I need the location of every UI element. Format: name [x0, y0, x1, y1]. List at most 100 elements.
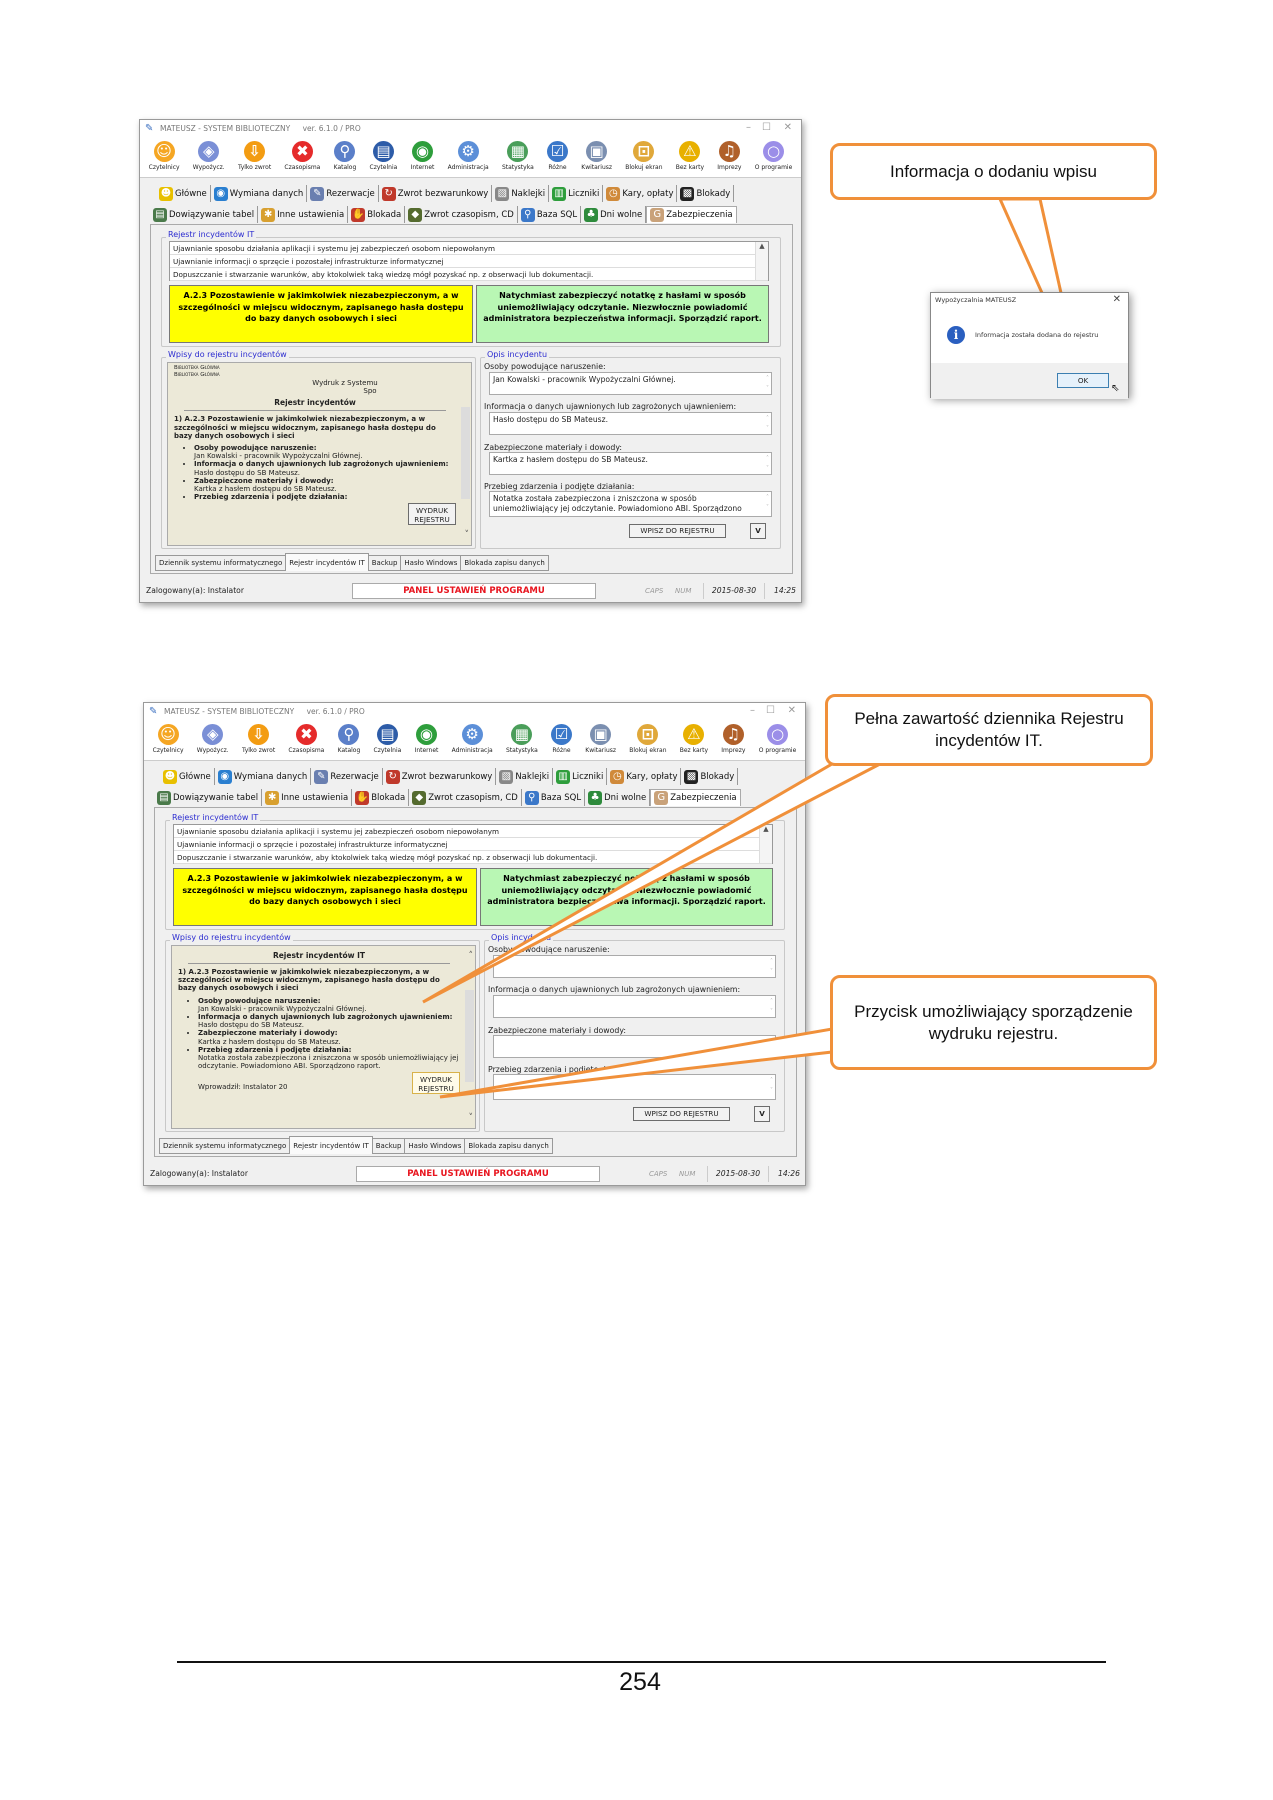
settings-tab[interactable]: ⚲Baza SQL — [518, 206, 582, 223]
write-to-register-button[interactable]: WPISZ DO REJESTRU — [629, 524, 726, 538]
bottom-tab[interactable]: Backup — [371, 1138, 406, 1154]
list-item[interactable]: Ujawnianie informacji o sprzęcie i pozos… — [170, 255, 768, 268]
field-scroll-icon[interactable]: ˄˅ — [770, 958, 773, 975]
settings-tab[interactable]: ↻Zwrot bezwarunkowy — [383, 768, 497, 785]
write-to-register-button[interactable]: WPISZ DO REJESTRU — [633, 1107, 730, 1121]
incident-field-1[interactable]: Jan Kowalski - pracownik Wypożyczalni Gł… — [489, 372, 772, 395]
toolbar-button-11[interactable]: ⊡Blokuj ekran — [623, 721, 673, 760]
settings-tab[interactable]: ◉Wymiana danych — [215, 768, 312, 785]
v-button[interactable]: V — [750, 523, 766, 539]
settings-tab[interactable]: ▥Liczniki — [553, 768, 608, 785]
close-icon[interactable]: ✕ — [783, 122, 792, 133]
toolbar-button-6[interactable]: ◉Internet — [404, 138, 441, 177]
bottom-tab[interactable]: Dziennik systemu informatycznego — [155, 555, 287, 571]
field-scroll-icon[interactable]: ˄˅ — [770, 1038, 773, 1055]
toolbar-button-1[interactable]: ◈Wypożycz. — [190, 721, 235, 760]
toolbar-button-2[interactable]: ⇩Tylko zwrot — [235, 721, 281, 760]
toolbar-button-0[interactable]: ☺Czytelnicy — [146, 721, 190, 760]
bottom-tab[interactable]: Dziennik systemu informatycznego — [159, 1138, 291, 1154]
dialog-ok-button[interactable]: OK — [1057, 373, 1109, 388]
toolbar-button-14[interactable]: ○O programie — [752, 721, 803, 760]
toolbar-button-14[interactable]: ○O programie — [748, 138, 799, 177]
toolbar-button-5[interactable]: ▤Czytelnia — [367, 721, 408, 760]
scroll-down-icon[interactable]: ˅ — [468, 1112, 474, 1123]
close-icon[interactable]: ✕ — [787, 705, 796, 716]
settings-tab[interactable]: ▧Naklejki — [496, 768, 554, 785]
list-scrollbar[interactable]: ▲ — [755, 242, 768, 280]
field-scroll-icon[interactable]: ˄˅ — [766, 375, 769, 392]
settings-tab[interactable]: ✱Inne ustawienia — [258, 206, 349, 223]
print-register-button[interactable]: WYDRUK REJESTRU — [408, 503, 456, 526]
field-scroll-icon[interactable]: ˄˅ — [770, 1077, 773, 1094]
preview-scrollbar-thumb[interactable] — [461, 407, 470, 499]
list-scrollbar[interactable]: ▲ — [759, 825, 772, 863]
field-scroll-icon[interactable]: ˄˅ — [766, 415, 769, 432]
toolbar-button-8[interactable]: ▦Statystyka — [495, 138, 540, 177]
toolbar-button-12[interactable]: ⚠Bez karty — [673, 721, 715, 760]
toolbar-button-8[interactable]: ▦Statystyka — [499, 721, 544, 760]
toolbar-button-7[interactable]: ⚙Administracja — [441, 138, 495, 177]
print-register-button[interactable]: WYDRUK REJESTRU — [412, 1072, 460, 1095]
dialog-close-icon[interactable]: ✕ — [1112, 294, 1121, 305]
scroll-down-icon[interactable]: ˅ — [464, 529, 470, 540]
toolbar-button-9[interactable]: ☑Różne — [540, 138, 574, 177]
preview-scrollbar-thumb[interactable] — [465, 990, 474, 1082]
incident-type-list[interactable]: Ujawnianie sposobu działania aplikacji i… — [169, 241, 769, 281]
settings-tab[interactable]: ◷Kary, opłaty — [603, 185, 678, 202]
field-scroll-icon[interactable]: ˄˅ — [770, 998, 773, 1015]
list-item[interactable]: Dopuszczanie i stwarzanie warunków, aby … — [174, 851, 772, 864]
settings-tab[interactable]: ◷Kary, opłaty — [607, 768, 682, 785]
toolbar-button-5[interactable]: ▤Czytelnia — [363, 138, 404, 177]
toolbar-button-4[interactable]: ⚲Katalog — [327, 138, 363, 177]
bottom-tab[interactable]: Rejestr incydentów IT — [289, 1136, 373, 1154]
toolbar-button-11[interactable]: ⊡Blokuj ekran — [619, 138, 669, 177]
toolbar-button-2[interactable]: ⇩Tylko zwrot — [231, 138, 277, 177]
toolbar-button-13[interactable]: ♫Imprezy — [715, 721, 752, 760]
bottom-tab[interactable]: Hasło Windows — [400, 555, 462, 571]
settings-tab[interactable]: ▥Liczniki — [549, 185, 604, 202]
toolbar-button-0[interactable]: ☺Czytelnicy — [142, 138, 186, 177]
toolbar-button-3[interactable]: ✖Czasopisma — [282, 721, 331, 760]
list-item[interactable]: Dopuszczanie i stwarzanie warunków, aby … — [170, 268, 768, 281]
minimize-icon[interactable]: – — [746, 122, 751, 133]
settings-tab[interactable]: ✋Blokada — [348, 206, 406, 223]
incident-field-1[interactable]: ˄˅ — [493, 955, 776, 978]
settings-tab[interactable]: ↻Zwrot bezwarunkowy — [379, 185, 493, 202]
list-item[interactable]: Ujawnianie informacji o sprzęcie i pozos… — [174, 838, 772, 851]
scroll-up-icon[interactable]: ˄ — [468, 951, 474, 961]
settings-tab[interactable]: ▩Blokady — [677, 185, 735, 202]
list-item[interactable]: Ujawnianie sposobu działania aplikacji i… — [170, 242, 768, 255]
settings-tab[interactable]: ☻Główne — [160, 768, 215, 785]
settings-tab[interactable]: ◆Zwrot czasopism, CD — [409, 789, 522, 806]
bottom-tab[interactable]: Blokada zapisu danych — [464, 1138, 553, 1154]
toolbar-button-4[interactable]: ⚲Katalog — [331, 721, 367, 760]
maximize-icon[interactable]: ☐ — [766, 705, 775, 716]
settings-tab[interactable]: ▧Naklejki — [492, 185, 550, 202]
toolbar-button-13[interactable]: ♫Imprezy — [711, 138, 748, 177]
toolbar-button-9[interactable]: ☑Różne — [544, 721, 578, 760]
field-scroll-icon[interactable]: ˄˅ — [766, 494, 769, 511]
toolbar-button-10[interactable]: ▣Kwitariusz — [575, 138, 619, 177]
settings-tab[interactable]: ▤Dowiązywanie tabel — [150, 206, 259, 223]
list-item[interactable]: Ujawnianie sposobu działania aplikacji i… — [174, 825, 772, 838]
settings-tab[interactable]: ✎Rezerwacje — [307, 185, 379, 202]
v-button[interactable]: V — [754, 1106, 770, 1122]
settings-tab[interactable]: ✋Blokada — [352, 789, 410, 806]
toolbar-button-10[interactable]: ▣Kwitariusz — [579, 721, 623, 760]
incident-type-list[interactable]: Ujawnianie sposobu działania aplikacji i… — [173, 824, 773, 864]
incident-field-3[interactable]: Kartka z hasłem dostępu do SB Mateusz.˄˅ — [489, 452, 772, 475]
settings-tab[interactable]: ⚲Baza SQL — [522, 789, 586, 806]
settings-tab[interactable]: ✎Rezerwacje — [311, 768, 383, 785]
incident-field-3[interactable]: ˄˅ — [493, 1035, 776, 1058]
minimize-icon[interactable]: – — [750, 705, 755, 716]
toolbar-button-1[interactable]: ◈Wypożycz. — [186, 138, 231, 177]
bottom-tab[interactable]: Backup — [367, 555, 402, 571]
bottom-tab[interactable]: Blokada zapisu danych — [460, 555, 549, 571]
incident-field-4[interactable]: ˄˅ — [493, 1074, 776, 1100]
maximize-icon[interactable]: ☐ — [762, 122, 771, 133]
toolbar-button-6[interactable]: ◉Internet — [408, 721, 445, 760]
toolbar-button-12[interactable]: ⚠Bez karty — [669, 138, 711, 177]
